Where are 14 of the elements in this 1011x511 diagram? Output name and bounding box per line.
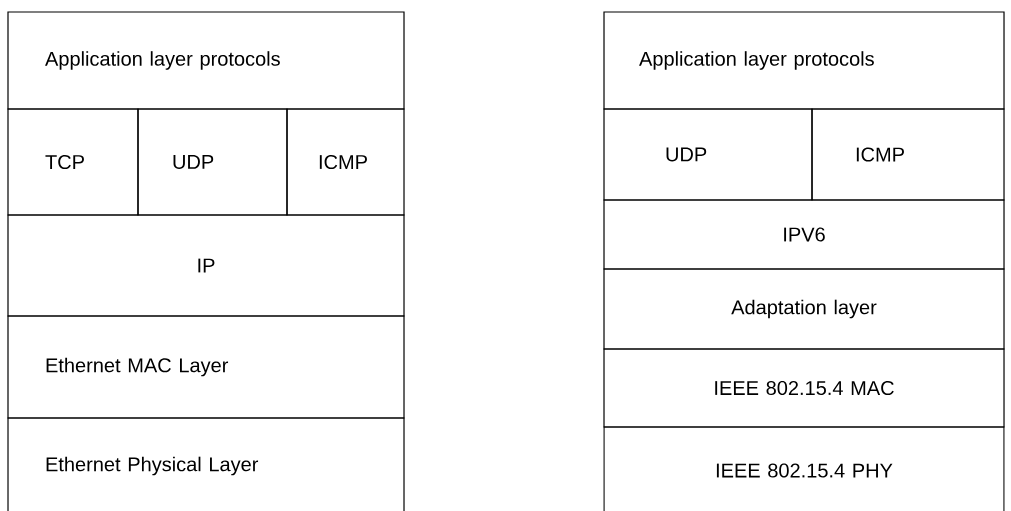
layer-box: IPV6 (603, 199, 1005, 270)
layer-box: UDP (137, 108, 288, 216)
layer-box: Adaptation layer (603, 268, 1005, 350)
layer-box: ICMP (811, 108, 1005, 201)
layer-box: IP (7, 214, 405, 317)
layer-box: UDP (603, 108, 813, 201)
layer-box: IEEE 802.15.4 PHY (603, 426, 1005, 511)
layer-box: ICMP (286, 108, 405, 216)
layer-box: TCP (7, 108, 139, 216)
layer-box: IEEE 802.15.4 MAC (603, 348, 1005, 428)
layer-box: Application layer protocols (7, 11, 405, 110)
layer-box: Ethernet Physical Layer (7, 417, 405, 511)
layer-box: Ethernet MAC Layer (7, 315, 405, 419)
layer-box: Application layer protocols (603, 11, 1005, 110)
